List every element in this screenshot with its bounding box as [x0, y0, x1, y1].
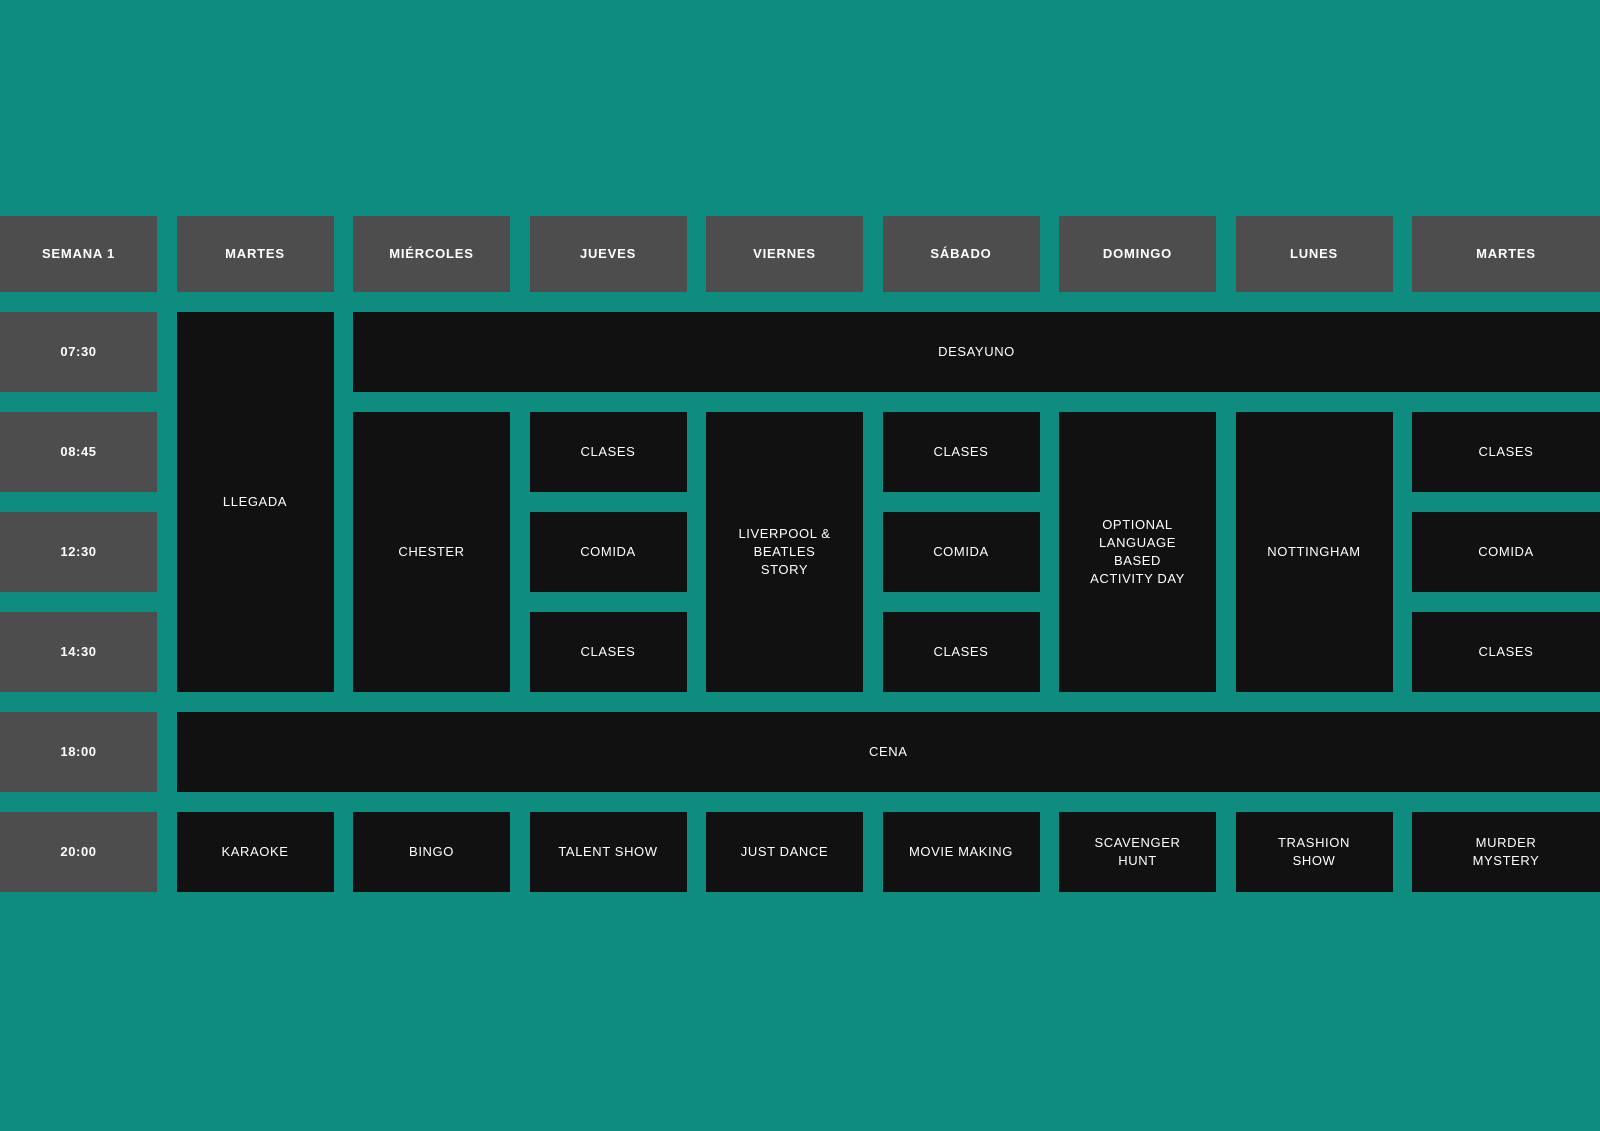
- event-comida-jueves: COMIDA: [529, 512, 687, 592]
- event-clases-martes2-pm: CLASES: [1412, 612, 1600, 692]
- event-clases-martes2-am: CLASES: [1412, 412, 1600, 492]
- time-label-0845: 08:45: [0, 412, 157, 492]
- schedule-grid: SEMANA 1 MARTES MIÉRCOLES JUEVES VIERNES…: [0, 216, 1600, 892]
- event-clases-sabado-am: CLASES: [882, 412, 1040, 492]
- event-movie-making: MOVIE MAKING: [882, 812, 1040, 892]
- event-karaoke: KARAOKE: [176, 812, 334, 892]
- day-header-martes-2: MARTES: [1412, 216, 1600, 292]
- event-clases-sabado-pm: CLASES: [882, 612, 1040, 692]
- event-desayuno: DESAYUNO: [353, 312, 1600, 392]
- event-liverpool-beatles: LIVERPOOL & BEATLES STORY: [706, 412, 863, 692]
- event-optional-language-day: OPTIONAL LANGUAGE BASED ACTIVITY DAY: [1059, 412, 1216, 692]
- event-cena: CENA: [176, 712, 1600, 792]
- day-header-miercoles: MIÉRCOLES: [353, 216, 510, 292]
- time-label-1800: 18:00: [0, 712, 157, 792]
- event-comida-martes2: COMIDA: [1412, 512, 1600, 592]
- event-chester: CHESTER: [353, 412, 510, 692]
- event-comida-sabado: COMIDA: [882, 512, 1040, 592]
- time-label-0730: 07:30: [0, 312, 157, 392]
- event-bingo: BINGO: [353, 812, 510, 892]
- event-trashion-show: TRASHION SHOW: [1235, 812, 1393, 892]
- day-header-sabado: SÁBADO: [882, 216, 1040, 292]
- event-llegada: LLEGADA: [176, 312, 334, 692]
- event-talent-show: TALENT SHOW: [529, 812, 687, 892]
- event-just-dance: JUST DANCE: [706, 812, 863, 892]
- time-label-1430: 14:30: [0, 612, 157, 692]
- time-label-2000: 20:00: [0, 812, 157, 892]
- day-header-domingo: DOMINGO: [1059, 216, 1216, 292]
- week-header: SEMANA 1: [0, 216, 157, 292]
- day-header-martes-1: MARTES: [176, 216, 334, 292]
- day-header-lunes: LUNES: [1235, 216, 1393, 292]
- event-clases-jueves-am: CLASES: [529, 412, 687, 492]
- day-header-jueves: JUEVES: [529, 216, 687, 292]
- event-scavenger-hunt: SCAVENGER HUNT: [1059, 812, 1216, 892]
- event-murder-mystery: MURDER MYSTERY: [1412, 812, 1600, 892]
- event-clases-jueves-pm: CLASES: [529, 612, 687, 692]
- event-nottingham: NOTTINGHAM: [1235, 412, 1393, 692]
- day-header-viernes: VIERNES: [706, 216, 863, 292]
- time-label-1230: 12:30: [0, 512, 157, 592]
